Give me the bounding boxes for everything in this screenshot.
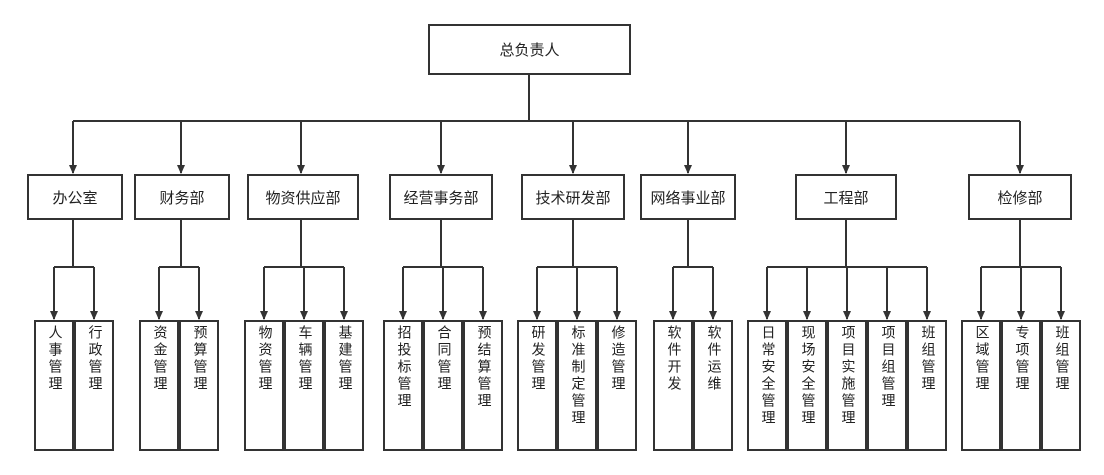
sub-dept-label: 行政管理 <box>86 325 103 393</box>
dept-node: 技术研发部 <box>521 174 625 220</box>
sub-dept-label: 软件运维 <box>705 325 722 393</box>
sub-dept-label: 资金管理 <box>151 325 168 393</box>
sub-dept-node: 现场安全管理 <box>787 320 827 451</box>
sub-dept-node: 项目实施管理 <box>827 320 867 451</box>
dept-node: 物资供应部 <box>247 174 359 220</box>
sub-dept-node: 基建管理 <box>324 320 364 451</box>
sub-dept-label: 修造管理 <box>609 325 626 393</box>
sub-dept-label: 研发管理 <box>529 325 546 393</box>
sub-dept-label: 项目实施管理 <box>839 325 856 427</box>
dept-node: 检修部 <box>968 174 1072 220</box>
sub-dept-label: 预算管理 <box>191 325 208 393</box>
root-node: 总负责人 <box>428 24 631 75</box>
dept-node: 办公室 <box>27 174 123 220</box>
sub-dept-node: 资金管理 <box>139 320 179 451</box>
sub-dept-label: 项目组管理 <box>879 325 896 410</box>
sub-dept-label: 招投标管理 <box>395 325 412 410</box>
sub-dept-node: 合同管理 <box>423 320 463 451</box>
sub-dept-node: 预结算管理 <box>463 320 503 451</box>
sub-dept-node: 招投标管理 <box>383 320 423 451</box>
dept-node: 财务部 <box>134 174 230 220</box>
sub-dept-label: 区域管理 <box>973 325 990 393</box>
sub-dept-node: 车辆管理 <box>284 320 324 451</box>
sub-dept-node: 行政管理 <box>74 320 114 451</box>
dept-node: 工程部 <box>795 174 897 220</box>
sub-dept-node: 标准制定管理 <box>557 320 597 451</box>
sub-dept-node: 预算管理 <box>179 320 219 451</box>
sub-dept-label: 班组管理 <box>919 325 936 393</box>
dept-node: 网络事业部 <box>640 174 736 220</box>
sub-dept-label: 班组管理 <box>1053 325 1070 393</box>
sub-dept-label: 物资管理 <box>256 325 273 393</box>
sub-dept-node: 日常安全管理 <box>747 320 787 451</box>
dept-node: 经营事务部 <box>389 174 493 220</box>
sub-dept-node: 修造管理 <box>597 320 637 451</box>
sub-dept-label: 人事管理 <box>46 325 63 393</box>
sub-dept-label: 现场安全管理 <box>799 325 816 427</box>
sub-dept-label: 预结算管理 <box>475 325 492 410</box>
sub-dept-node: 班组管理 <box>907 320 947 451</box>
sub-dept-label: 标准制定管理 <box>569 325 586 427</box>
sub-dept-label: 合同管理 <box>435 325 452 393</box>
sub-dept-node: 人事管理 <box>34 320 74 451</box>
sub-dept-label: 基建管理 <box>336 325 353 393</box>
sub-dept-node: 班组管理 <box>1041 320 1081 451</box>
sub-dept-label: 专项管理 <box>1013 325 1030 393</box>
sub-dept-node: 项目组管理 <box>867 320 907 451</box>
sub-dept-label: 车辆管理 <box>296 325 313 393</box>
sub-dept-node: 研发管理 <box>517 320 557 451</box>
sub-dept-node: 软件开发 <box>653 320 693 451</box>
sub-dept-node: 区域管理 <box>961 320 1001 451</box>
sub-dept-label: 日常安全管理 <box>759 325 776 427</box>
sub-dept-node: 专项管理 <box>1001 320 1041 451</box>
sub-dept-node: 物资管理 <box>244 320 284 451</box>
sub-dept-node: 软件运维 <box>693 320 733 451</box>
sub-dept-label: 软件开发 <box>665 325 682 393</box>
